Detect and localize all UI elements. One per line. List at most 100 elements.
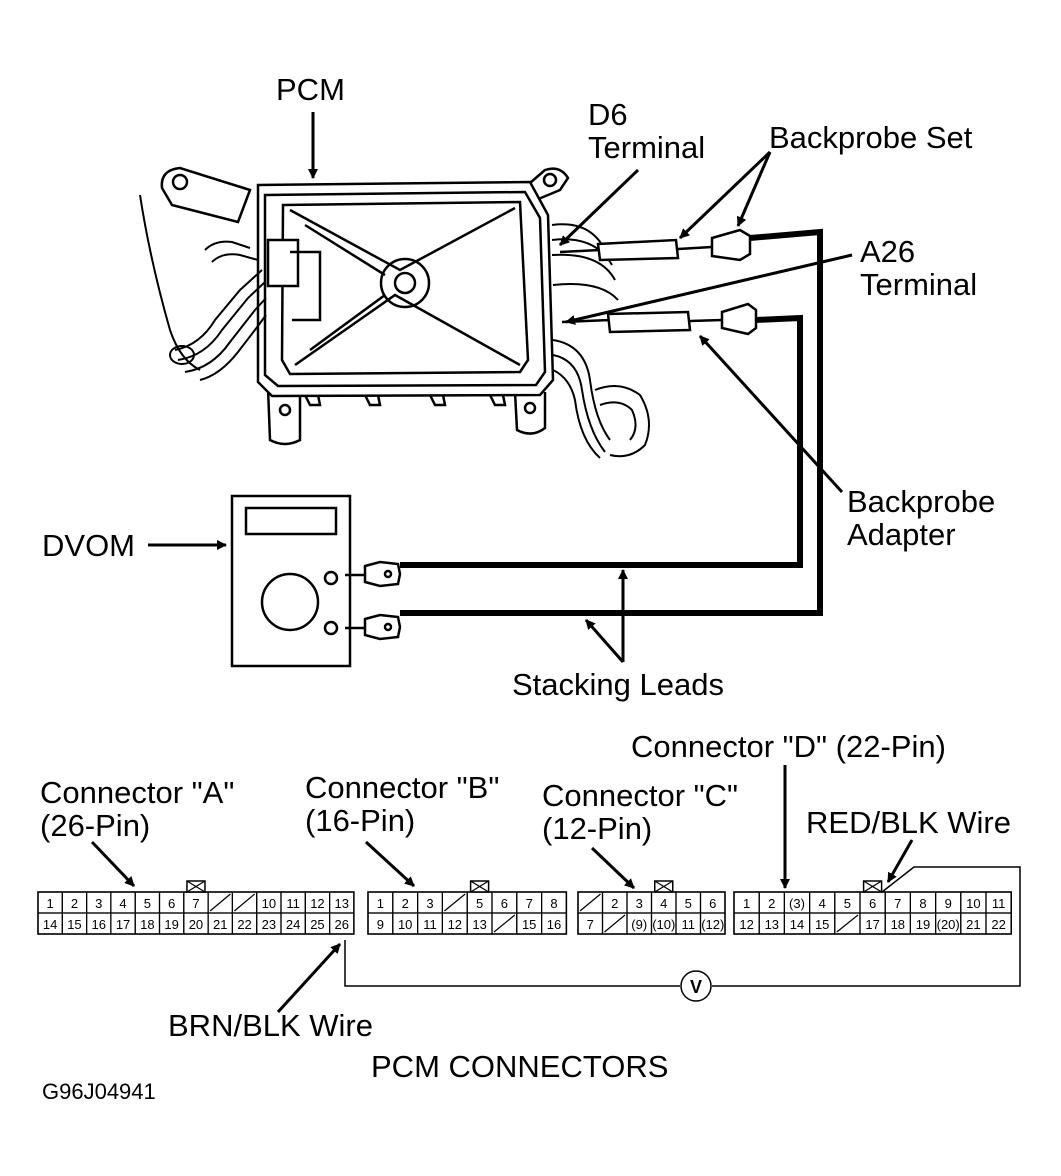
connector-a-pin-label: 12 — [310, 896, 324, 911]
label-red-blk-wire: RED/BLK Wire — [806, 805, 1011, 840]
connector-d-pin-label: 17 — [865, 917, 879, 932]
label-brn-blk-wire: BRN/BLK Wire — [168, 1008, 373, 1043]
backprobe-d6 — [559, 228, 752, 262]
connector-a-empty-cavity — [234, 893, 256, 912]
connector-b-pin-label: 10 — [398, 917, 412, 932]
connector-d-pin-label: 4 — [819, 896, 826, 911]
connector-b-pin-label: 2 — [402, 896, 409, 911]
connector-c-pin-label: 4 — [660, 896, 667, 911]
connector-c-empty-cavity — [604, 914, 626, 933]
connector-d-latch-mark — [863, 880, 882, 893]
connector-b-pin-label: 3 — [426, 896, 433, 911]
connector-c-pin-label: (9) — [631, 917, 647, 932]
label-connector-b-line2: (16-Pin) — [305, 803, 415, 838]
label-connector-b-line1: Connector "B" — [305, 770, 499, 805]
connector-a-pin-label: 18 — [140, 917, 154, 932]
connector-b-cavity — [540, 912, 567, 935]
connector-b-pin-label: 12 — [448, 917, 462, 932]
connector-a-pin-label: 20 — [189, 917, 203, 932]
connector-a-pin-label: 7 — [192, 896, 199, 911]
voltmeter-label: V — [690, 977, 702, 997]
connector-c-pin-label: 3 — [636, 896, 643, 911]
connector-d-pin-label: 2 — [768, 896, 775, 911]
connector-a-pin-label: 23 — [262, 917, 276, 932]
connector-b-pin-label: 13 — [472, 917, 486, 932]
label-pcm-connectors: PCM CONNECTORS — [371, 1049, 668, 1084]
label-backprobe-adapter-line1: Backprobe — [847, 484, 995, 519]
connector-b-pin-label: 8 — [550, 896, 557, 911]
label-d6-line1: D6 — [588, 97, 628, 132]
connector-c-pin-label: (10) — [652, 917, 675, 932]
connector-b-latch-mark — [470, 880, 489, 893]
label-a26-line1: A26 — [860, 234, 915, 269]
label-a26-line2: Terminal — [860, 267, 977, 302]
connector-a-pin-label: 10 — [262, 896, 276, 911]
connector-d-pin-label: 1 — [743, 896, 750, 911]
connector-c-latch-mark — [654, 880, 674, 893]
dvom-meter — [230, 494, 402, 668]
connector-c-pin-label: 7 — [587, 917, 594, 932]
label-connector-a-line2: (26-Pin) — [40, 808, 150, 843]
connector-d-pin-label: 18 — [891, 917, 905, 932]
connector-a-latch-mark — [186, 880, 206, 893]
connector-leader-arrows — [90, 765, 914, 1014]
connector-d-pin-label: 13 — [765, 917, 779, 932]
connector-d-pin-label: 9 — [945, 896, 952, 911]
connector-d-pin-label: 10 — [966, 896, 980, 911]
pcm-unit — [160, 166, 570, 446]
stacking-leads — [400, 228, 823, 616]
connector-c-cavity — [699, 912, 726, 935]
connector-labels: Connector "A" (26-Pin) Connector "B" (16… — [40, 729, 1011, 1104]
connector-c-pin-label: (12) — [701, 917, 724, 932]
connector-a-pin-label: 4 — [119, 896, 126, 911]
connector-d-pin-label: 12 — [739, 917, 753, 932]
connector-c-pin-label: 2 — [611, 896, 618, 911]
connector-a-pin-label: 6 — [168, 896, 175, 911]
connector-d-pin-label: 19 — [916, 917, 930, 932]
connector-b-pin-label: 15 — [522, 917, 536, 932]
connector-b-pin-label: 9 — [377, 917, 384, 932]
label-connector-c-line1: Connector "C" — [542, 778, 738, 813]
connector-a-pin-label: 2 — [71, 896, 78, 911]
connector-b-pin-label: 5 — [476, 896, 483, 911]
connector-b-pin-label: 1 — [377, 896, 384, 911]
connector-d-pin-label: 6 — [869, 896, 876, 911]
backprobe-a26 — [561, 302, 758, 336]
connector-a-pin-label: 11 — [286, 896, 300, 911]
connector-a-pin-label: 19 — [164, 917, 178, 932]
connector-c-pin-label: 11 — [682, 917, 696, 932]
connector-d-pin-label: 21 — [966, 917, 980, 932]
label-figure-id: G96J04941 — [42, 1079, 156, 1104]
connector-d-pin-label: 15 — [815, 917, 829, 932]
connector-a-pin-label: 15 — [67, 917, 81, 932]
connector-a-pin-label: 22 — [237, 917, 251, 932]
label-backprobe-adapter-line2: Adapter — [847, 517, 956, 552]
connector-c-pin-label: 5 — [685, 896, 692, 911]
connector-a-pin-label: 16 — [92, 917, 106, 932]
connector-a-pin-label: 25 — [310, 917, 324, 932]
connector-d-pin-label: 7 — [894, 896, 901, 911]
connector-d-pin-label: 11 — [992, 896, 1006, 911]
connector-a-pin-label: 13 — [335, 896, 349, 911]
upper-labels: PCM D6 Terminal Backprobe Set A26 Termin… — [42, 72, 995, 702]
connector-a-pin-label: 21 — [213, 917, 227, 932]
leader-arrows — [148, 112, 853, 663]
label-stacking-leads: Stacking Leads — [512, 667, 724, 702]
connector-a-pin-label: 26 — [335, 917, 349, 932]
voltmeter-symbol — [680, 970, 712, 1002]
label-d6-line2: Terminal — [588, 130, 705, 165]
connector-b-empty-cavity — [493, 914, 516, 933]
connector-a-pin-label: 5 — [144, 896, 151, 911]
connector-d-pin-label: 22 — [991, 917, 1005, 932]
label-dvom: DVOM — [42, 528, 135, 563]
connector-a-pin-label: 3 — [95, 896, 102, 911]
connector-d-pin-label: 8 — [919, 896, 926, 911]
label-connector-a-line1: Connector "A" — [40, 775, 234, 810]
connector-d-pin-label: (3) — [789, 896, 805, 911]
connector-d-empty-cavity — [836, 914, 859, 933]
